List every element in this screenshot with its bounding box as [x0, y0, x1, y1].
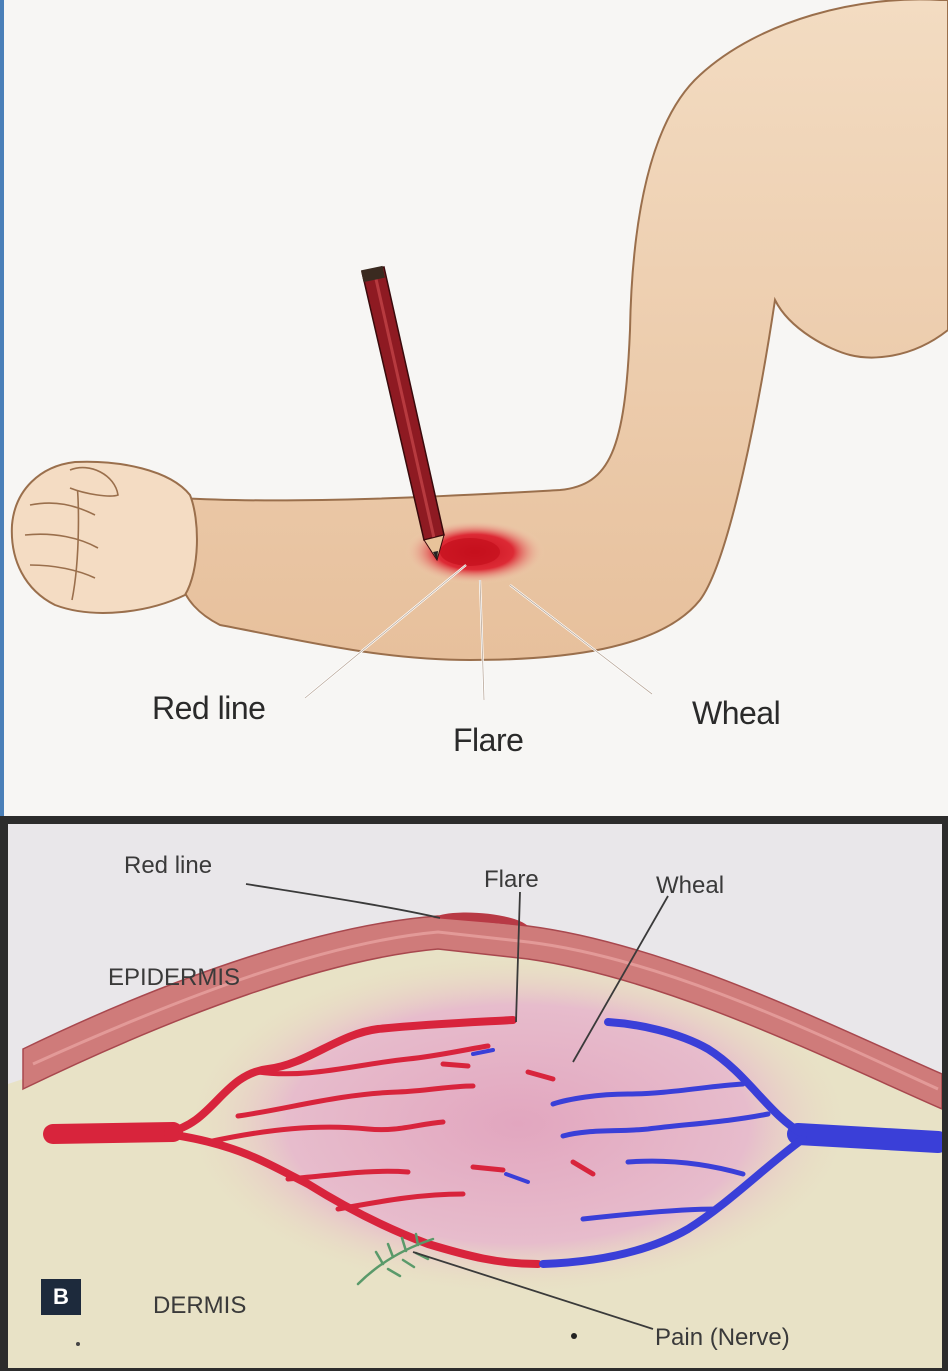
- arm-shape: [179, 0, 948, 662]
- red-line-bump: [433, 912, 528, 926]
- label-wheal-b: Wheal: [656, 872, 725, 899]
- arteriole-network: [43, 1016, 596, 1268]
- label-pain-nerve: Pain (Nerve): [655, 1324, 790, 1351]
- label-red-line: Red line: [152, 690, 266, 726]
- finger-lines: [24, 469, 99, 601]
- wheal-center: [440, 538, 500, 566]
- label-flare-b: Flare: [484, 866, 539, 893]
- cross-section-drawing: [8, 883, 942, 1368]
- epidermis-band: [22, 915, 942, 1110]
- venule-network: [471, 1018, 942, 1268]
- pencil-drawing: [360, 265, 445, 562]
- label-epidermis: EPIDERMIS: [108, 964, 241, 991]
- panel-edge: [0, 0, 4, 816]
- fist-shape: [10, 460, 198, 614]
- flare-leader-b: [515, 891, 521, 1023]
- red-line-leader-b: [245, 883, 441, 919]
- nerve-ending: [356, 1232, 435, 1286]
- wheal-leader-b: [572, 895, 669, 1063]
- arm-illustration-panel: Red line Flare Wheal: [0, 0, 948, 816]
- arm-drawing: [10, 0, 948, 701]
- label-dermis: DERMIS: [153, 1292, 247, 1319]
- panel-badge: B: [41, 1279, 81, 1315]
- thumb-shape: [69, 466, 119, 497]
- label-wheal: Wheal: [692, 695, 781, 731]
- nerve-leader-b: [412, 1251, 654, 1330]
- label-red-line-b: Red line: [124, 852, 213, 879]
- label-flare: Flare: [453, 722, 524, 758]
- cross-section-panel: Red line Flare Wheal EPIDERMIS DERMIS Pa…: [8, 824, 942, 1368]
